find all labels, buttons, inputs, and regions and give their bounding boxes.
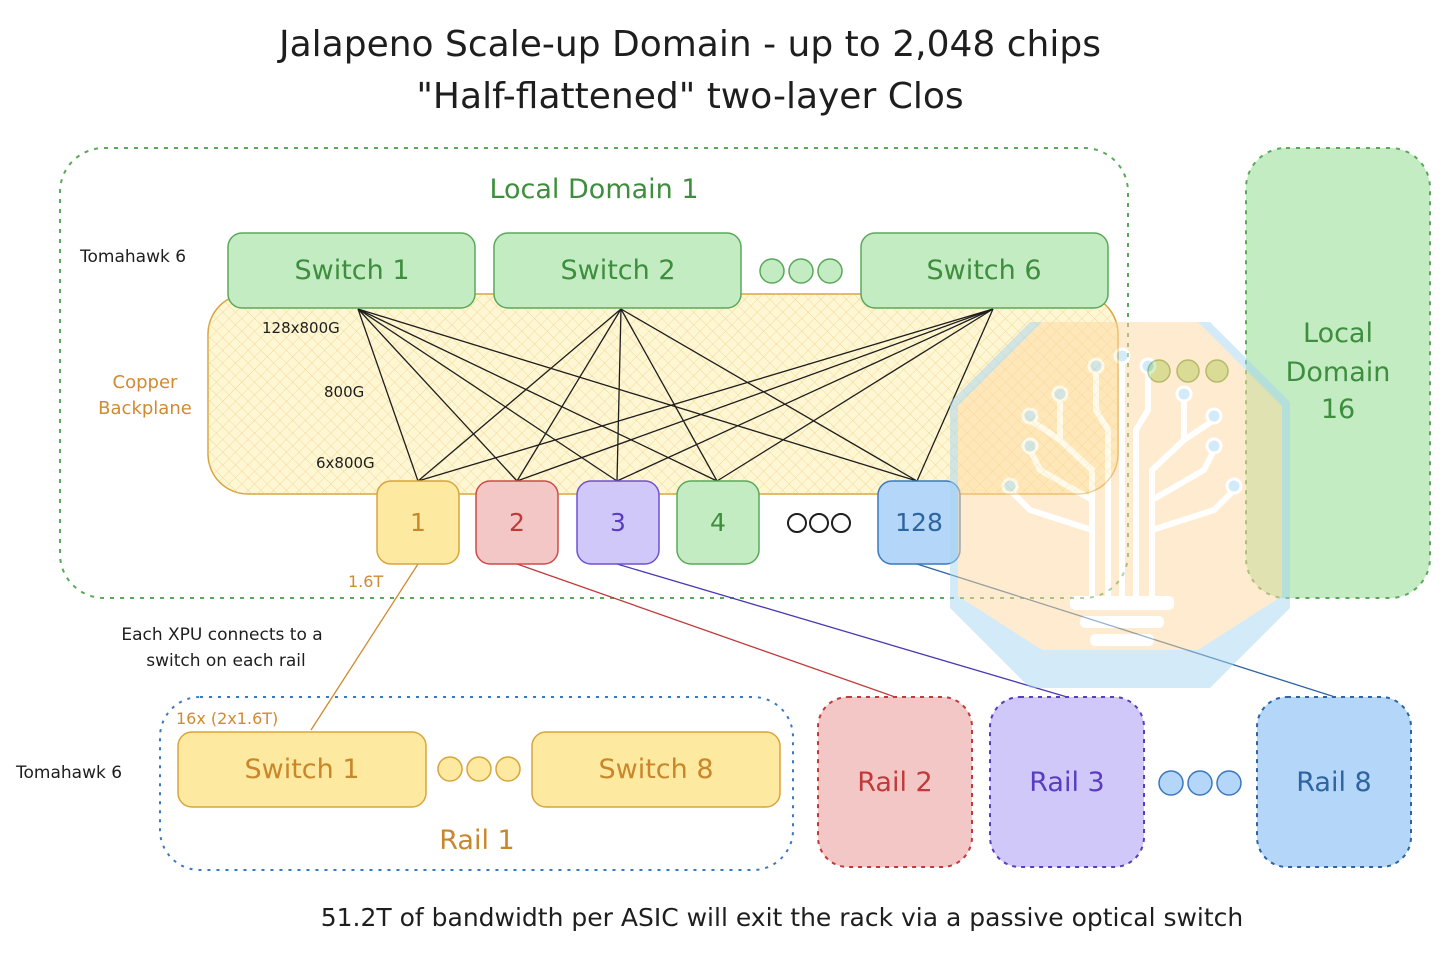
xpu-3-rail-3-link [616, 563, 1068, 698]
local-domain-16-label-line-3: 16 [1321, 394, 1355, 425]
tomahawk-label-local: Tomahawk 6 [79, 247, 186, 267]
local-domain-16-label-line-1: Local [1303, 318, 1373, 349]
xpu-128-label: 128 [895, 508, 943, 537]
backplane-label-line-1: Copper [113, 372, 179, 393]
local-switch-6-label: Switch 6 [926, 255, 1041, 286]
note-line-1: Each XPU connects to a [121, 625, 322, 645]
xpu-4: 4 [676, 480, 760, 565]
local-switch-1: Switch 1 [227, 232, 476, 309]
xpu-1-label: 1 [410, 508, 426, 537]
rail-8-label: Rail 8 [1296, 767, 1371, 798]
footer-caption: 51.2T of bandwidth per ASIC will exit th… [321, 903, 1244, 932]
xpu-ellipsis [787, 513, 851, 533]
rail-1-switch-8-label: Switch 8 [598, 754, 713, 785]
local-switch-1-label: Switch 1 [294, 255, 409, 286]
rail-1-container [159, 696, 794, 871]
local-switch-ellipsis [759, 258, 843, 284]
local-switch-2-label: Switch 2 [560, 255, 675, 286]
xpu-128: 128 [877, 480, 961, 565]
xpu-3: 3 [576, 480, 660, 565]
rail-2-box: Rail 2 [817, 696, 973, 868]
rail-3-label: Rail 3 [1029, 767, 1104, 798]
rail-1-switch-1-label: Switch 1 [244, 754, 359, 785]
backplane-label-line-2: Backplane [98, 398, 192, 419]
xpu-4-label: 4 [710, 508, 726, 537]
xpu-3-label: 3 [610, 508, 626, 537]
local-switch-6: Switch 6 [860, 232, 1109, 309]
rail-1-switch-1: Switch 1 [177, 731, 427, 808]
copper-backplane-hatch [208, 294, 1118, 494]
diagram-title-line-1: Jalapeno Scale-up Domain - up to 2,048 c… [277, 24, 1101, 65]
rail-1-capacity-label: 16x (2x1.6T) [176, 709, 278, 728]
note-line-2: switch on each rail [146, 651, 306, 671]
rail-1-switch-ellipsis [437, 756, 521, 782]
local-domain-1-label: Local Domain 1 [489, 174, 698, 205]
local-domain-16-label-line-2: Domain [1286, 357, 1391, 388]
switch-xpu-mesh [357, 308, 994, 482]
rail-3-box: Rail 3 [989, 696, 1145, 868]
xpu-2: 2 [475, 480, 559, 565]
xpu-uplink-label: 1.6T [348, 572, 383, 591]
link-label-800g: 800G [324, 383, 364, 401]
rail-1-label: Rail 1 [439, 825, 514, 856]
xpu-2-label: 2 [509, 508, 525, 537]
rail-1-switch-8: Switch 8 [531, 731, 781, 808]
link-label-6x800g: 6x800G [316, 454, 375, 472]
local-switch-2: Switch 2 [493, 232, 742, 309]
xpu-1: 1 [376, 480, 460, 565]
xpu-1-rail-1-link [310, 563, 419, 731]
lightbulb-circuit-icon [950, 322, 1290, 688]
xpu-2-rail-2-link [516, 563, 896, 698]
rail-2-label: Rail 2 [857, 767, 932, 798]
tomahawk-label-rail: Tomahawk 6 [15, 763, 122, 783]
link-label-128x800g: 128x800G [262, 319, 340, 337]
rail-8-box: Rail 8 [1256, 696, 1412, 868]
diagram-title-line-2: "Half-flattened" two-layer Clos [416, 76, 963, 117]
rail-ellipsis [1158, 770, 1242, 796]
